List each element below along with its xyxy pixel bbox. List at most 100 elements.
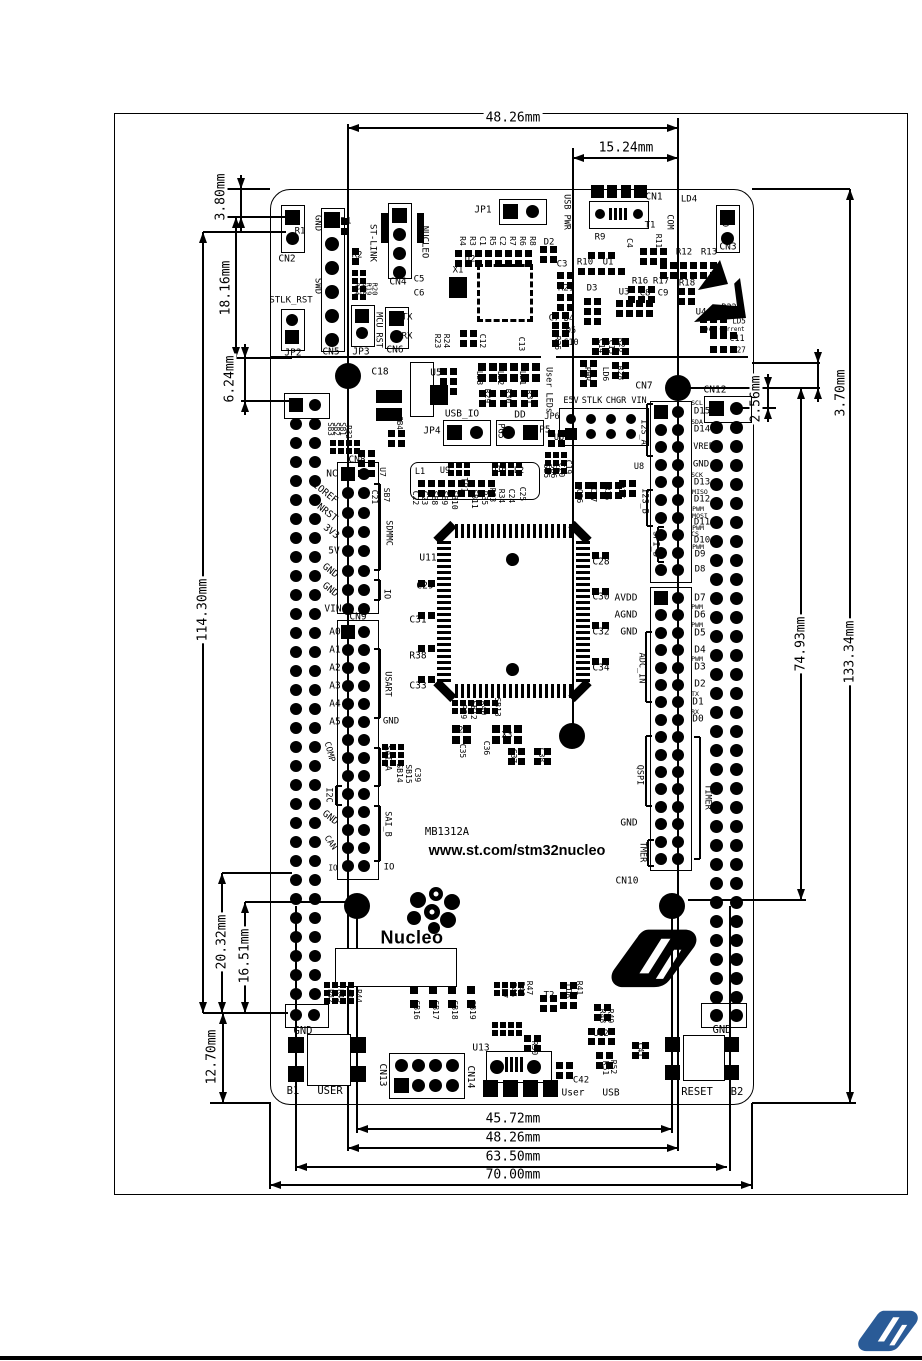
- dimension-label: 48.26mm: [483, 1130, 543, 1146]
- smd-pad: [545, 468, 551, 474]
- dimension-arrow: [813, 388, 822, 399]
- smd-pad: [450, 378, 457, 385]
- smd-pad: [360, 294, 366, 300]
- silkscreen-label: COM: [664, 214, 675, 230]
- pin-CN10: [654, 591, 668, 605]
- dimension-label: 3.80mm: [213, 171, 229, 223]
- smd-pad: [720, 316, 727, 323]
- pin-CN12-right-morpho: [709, 667, 723, 681]
- pin-CN10: [672, 783, 684, 796]
- dimension-line: [270, 1184, 752, 1186]
- smd-pad: [562, 330, 569, 337]
- silkscreen-label: SWD: [312, 277, 323, 295]
- pin-CN13-CN14: [428, 1058, 442, 1072]
- dimension-arrow: [667, 1143, 678, 1152]
- smd-pad: [503, 725, 511, 733]
- smd-pad: [360, 270, 366, 276]
- silkscreen-label: SB14: [395, 763, 404, 783]
- smd-pad: [553, 452, 559, 458]
- smd-pad: [382, 744, 388, 750]
- smd-pad: [478, 480, 485, 487]
- smd-pad: [594, 308, 601, 315]
- silkscreen-label: C28: [592, 556, 610, 568]
- silkscreen-label: C34: [592, 662, 610, 674]
- pin-CN11-left-morpho: [309, 437, 321, 449]
- pin-E5V-header: [606, 429, 616, 439]
- smd-pad: [540, 256, 547, 263]
- silkscreen-label: PWR: [583, 366, 592, 382]
- silkscreen-label: SB8: [430, 490, 439, 506]
- smd-pad: [553, 468, 559, 474]
- smd-pad: [605, 492, 612, 499]
- extension-line: [752, 362, 820, 364]
- smd-pad: [428, 490, 435, 497]
- smd-pad: [428, 580, 435, 587]
- silkscreen-label: TMER: [637, 841, 648, 863]
- silkscreen-label: TX: [691, 689, 699, 698]
- smd-pad: [622, 372, 629, 379]
- pin-CN7: [655, 441, 667, 454]
- pin-CN12-right-morpho: [729, 724, 743, 738]
- pin-CN12-right-morpho: [709, 857, 723, 871]
- smd-pad: [448, 986, 456, 994]
- smd-pad: [465, 260, 472, 267]
- silkscreen-label: A1: [329, 644, 341, 656]
- silkscreen-label: LD3: [475, 370, 484, 386]
- component-part: [376, 390, 402, 403]
- silkscreen-label: SB17: [431, 1000, 440, 1020]
- pin-GND-right: [709, 1008, 723, 1022]
- pin-CN9: [342, 806, 354, 818]
- smd-pad: [352, 278, 358, 284]
- silkscreen-label: D4: [563, 313, 575, 324]
- pin-CN10: [672, 713, 684, 726]
- pin-CN12-right-morpho: [729, 686, 743, 700]
- silkscreen-label: C22: [411, 490, 420, 506]
- smd-pad: [440, 368, 447, 375]
- silkscreen-label: U6: [553, 432, 565, 443]
- silkscreen-label: X1: [452, 265, 464, 276]
- smd-pad: [560, 1002, 567, 1009]
- smd-pad: [608, 268, 615, 275]
- smd-pad: [360, 278, 366, 284]
- silkscreen-label: R16: [631, 276, 649, 287]
- pin-JP3: [355, 309, 369, 323]
- pin-JP5: [522, 424, 538, 440]
- smd-pad: [638, 286, 645, 293]
- silkscreen-label: R9: [594, 232, 606, 243]
- smd-pad: [489, 374, 497, 382]
- dimension-arrow: [357, 1124, 368, 1133]
- smd-pad: [500, 400, 507, 407]
- dimension-line: [348, 127, 678, 129]
- pin-CN11-left-morpho: [309, 513, 321, 525]
- silkscreen-label: SCK: [691, 470, 703, 479]
- silkscreen-label: C14: [597, 338, 606, 354]
- pin-CN12-right-morpho: [709, 553, 723, 567]
- smd-pad: [368, 460, 375, 467]
- silkscreen-label: R20: [370, 282, 379, 296]
- silkscreen-label: C37: [509, 748, 518, 764]
- smd-pad: [467, 986, 475, 994]
- silkscreen-label: R36: [603, 485, 612, 501]
- smd-pad: [648, 286, 655, 293]
- silkscreen-label: CN1: [645, 191, 663, 203]
- smd-pad: [485, 250, 492, 257]
- smd-pad: [418, 480, 425, 487]
- silkscreen-label: SB12: [469, 700, 478, 720]
- connector-E5V-header: [559, 408, 649, 446]
- dimension-arrow: [661, 1124, 672, 1133]
- silkscreen-label: L1: [414, 466, 426, 477]
- pin-CN7: [655, 546, 667, 559]
- pin-CN10: [655, 783, 667, 796]
- pin-CN11-left-morpho: [290, 836, 302, 848]
- smd-pad: [330, 440, 336, 446]
- silkscreen-label: C41: [636, 1042, 645, 1058]
- pin-CN5: [325, 309, 339, 323]
- bracket-tick: [374, 579, 380, 581]
- silkscreen-label: R33: [488, 487, 497, 503]
- b1-ref: B1: [286, 1085, 300, 1097]
- smd-pad: [600, 482, 607, 489]
- connector-JP4: [443, 420, 491, 446]
- silkscreen-label: User LEDs: [543, 366, 554, 414]
- smd-pad: [468, 708, 474, 714]
- user-button-label: USER: [317, 1085, 343, 1097]
